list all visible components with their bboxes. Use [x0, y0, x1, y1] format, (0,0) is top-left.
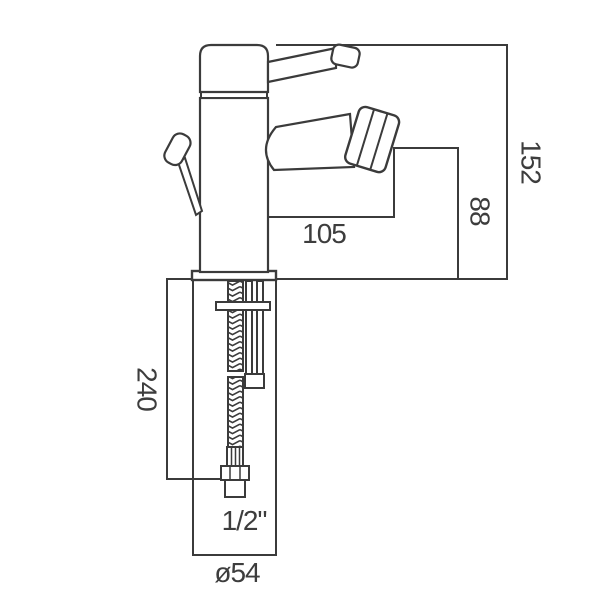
flexi-hose-upper [227, 280, 244, 372]
popup-rod-knob [163, 132, 192, 167]
fixing-rod [256, 280, 264, 375]
clamp-plate [215, 301, 271, 311]
label-tail-length: 240 [132, 367, 163, 411]
threaded-stud [245, 280, 253, 375]
label-overall-height: 152 [516, 140, 547, 184]
popup-rod [176, 156, 204, 217]
label-base-diameter: ø54 [214, 557, 260, 588]
dim-line-tail-length [166, 278, 223, 480]
label-spout-projection: 105 [302, 218, 346, 249]
hose-hex-nut [220, 465, 250, 481]
spout [264, 112, 356, 172]
aerator-rings [343, 105, 401, 174]
hose-tailpiece [224, 479, 246, 498]
label-connection-size: 1/2" [222, 505, 267, 536]
dim-line-overall-height [276, 44, 508, 280]
label-outlet-height: 88 [465, 196, 496, 226]
dim-line-outlet-height [393, 147, 459, 280]
mounting-zone-outline [192, 280, 277, 556]
tap-body [198, 96, 270, 274]
handle-knob [330, 43, 361, 69]
cartridge-cap [198, 43, 270, 94]
flexi-hose-lower [227, 376, 244, 448]
handle-lever [266, 46, 338, 84]
stud-nut [244, 373, 265, 389]
